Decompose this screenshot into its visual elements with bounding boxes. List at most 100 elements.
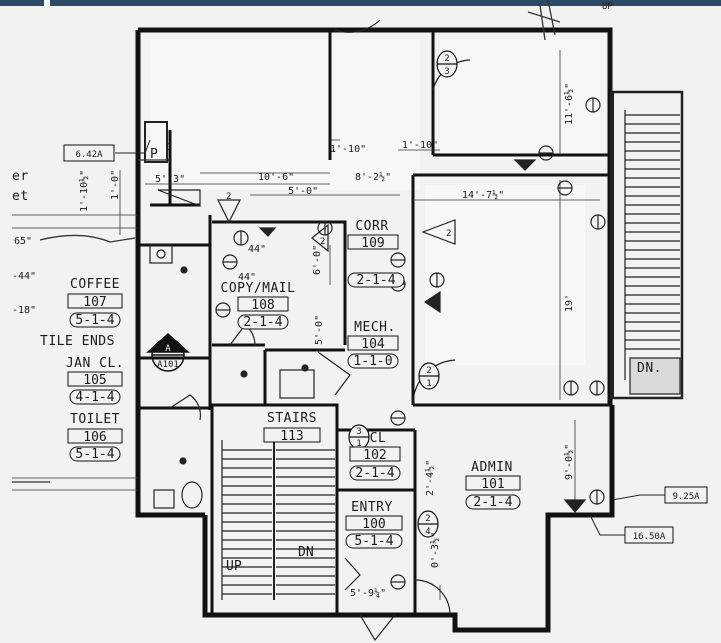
room-number: 109 xyxy=(361,236,384,251)
room-code: 1-1-0 xyxy=(353,354,392,369)
margin-note-1: er xyxy=(12,169,29,184)
dim-6-0: 6'-0" xyxy=(312,245,323,275)
door-tag-1-bottom: 3 xyxy=(444,67,449,77)
exterior-walls xyxy=(135,27,615,633)
room-code: 4-1-4 xyxy=(75,390,114,405)
panel-p-label: P xyxy=(150,147,158,162)
dim-9-0: 9'-0½" xyxy=(563,444,575,480)
room-number: 100 xyxy=(362,517,385,532)
dim-44a: 44" xyxy=(248,244,266,255)
dim-14-7: 14'-7½" xyxy=(462,189,504,201)
room-toilet: TOILET 106 5-1-4 xyxy=(67,412,123,462)
erased-area xyxy=(440,40,600,160)
room-coffee: COFFEE 107 5-1-4 xyxy=(67,277,123,328)
dim-5-9: 5'-9¼" xyxy=(350,587,386,599)
main-stair xyxy=(221,440,335,600)
door-tag-1-top: 2 xyxy=(444,54,449,64)
main-stair-dn-label: DN xyxy=(298,545,314,560)
window-tag-3: 2 xyxy=(320,237,325,247)
dim-1-10-5: 1'-10½" xyxy=(78,170,90,212)
room-number: 106 xyxy=(83,430,106,445)
tile-ends-note: TILE ENDS xyxy=(40,334,115,349)
room-admin: ADMIN 101 2-1-4 xyxy=(465,460,521,510)
room-mech: MECH. 104 1-1-0 xyxy=(347,320,399,369)
dim-8-2: 8'-2½" xyxy=(355,171,391,183)
door-tag-2-top: 2 xyxy=(426,366,431,376)
panel-tag-left: 6.42A xyxy=(63,144,115,162)
section-marker xyxy=(146,332,190,372)
room-jan-cl: JAN CL. 105 4-1-4 xyxy=(66,356,124,405)
room-name: JAN CL. xyxy=(66,356,124,371)
panel-tag-left-text: 6.42A xyxy=(75,150,103,160)
panel-tag-right-upper-text: 9.25A xyxy=(672,492,700,502)
fixtures xyxy=(144,121,315,509)
dim-1-0: 1'-0" xyxy=(110,170,121,200)
room-name: STAIRS xyxy=(267,411,317,426)
door-tag-4-bottom: 4 xyxy=(425,527,430,537)
dim-1-10: 1'-10" xyxy=(330,144,366,155)
dim-5-0-mech: 5'-0" xyxy=(314,315,325,345)
dim-44-left: -44" xyxy=(12,271,36,282)
panel-d-label: D xyxy=(166,143,171,153)
door-tag-3-bottom: 1 xyxy=(356,439,361,449)
dimension-lines xyxy=(12,50,600,600)
panel-tag-right-lower-text: 16.50A xyxy=(633,532,666,542)
panel-tag-right-lower: 16.50A xyxy=(624,526,674,544)
room-name: MECH. xyxy=(354,320,396,335)
room-cl: CL 102 2-1-4 xyxy=(349,431,401,481)
dim-44b: 44" xyxy=(238,272,256,283)
room-name: COPY/MAIL xyxy=(221,281,296,296)
dim-19: 19' xyxy=(564,294,575,312)
dim-2-4: 2'-4½" xyxy=(424,460,436,496)
window-tag-2: 2 xyxy=(226,192,231,202)
room-code: 5-1-4 xyxy=(75,447,114,462)
room-number: 108 xyxy=(251,298,274,313)
room-corr: CORR 109 2-1-4 xyxy=(347,219,405,288)
erased-area xyxy=(425,185,585,365)
room-code: 2-1-4 xyxy=(355,466,394,481)
right-stair-dn-label: DN. xyxy=(637,361,662,376)
room-code: 5-1-4 xyxy=(354,534,393,549)
dim-1-10b: 1'-10" xyxy=(402,140,438,151)
dim-65-left: 65" xyxy=(14,236,32,247)
room-code: 2-1-4 xyxy=(473,495,512,510)
door-tag-2-bottom: 1 xyxy=(426,379,431,389)
room-name: TOILET xyxy=(70,412,120,427)
room-number: 104 xyxy=(361,337,385,352)
right-stair xyxy=(610,90,684,400)
room-name: CL xyxy=(370,431,387,446)
section-marker-letter: A xyxy=(165,344,171,354)
room-number: 101 xyxy=(481,477,504,492)
room-name: COFFEE xyxy=(70,277,120,292)
room-number: 105 xyxy=(83,373,106,388)
door-tag-3-top: 3 xyxy=(356,427,361,437)
interior-walls xyxy=(138,30,612,617)
top-frame-gap xyxy=(44,0,50,6)
room-code: 2-1-4 xyxy=(356,273,395,288)
panel-tag-right-upper: 9.25A xyxy=(664,486,708,504)
room-name: ENTRY xyxy=(351,500,393,515)
dim-5-0-top: 5'-0" xyxy=(288,186,318,197)
dim-5-3: 5'-3" xyxy=(155,174,185,185)
top-stair-up-label: UP xyxy=(602,2,613,12)
room-name: ADMIN xyxy=(471,460,513,475)
room-number: 107 xyxy=(83,295,106,310)
dim-11-6: 11'-6½" xyxy=(563,83,575,125)
section-marker-sheet: A101 xyxy=(157,360,179,370)
dim-0-3: 0'-3½" xyxy=(429,532,441,568)
dim-18-left: -18" xyxy=(12,305,36,316)
erased-area xyxy=(150,40,420,190)
margin-scribbles xyxy=(12,0,561,483)
panel-leaders xyxy=(115,139,665,536)
room-number: 102 xyxy=(363,448,386,463)
main-stair-up-label: UP xyxy=(226,559,242,574)
top-frame-bar xyxy=(0,0,721,6)
room-code: 5-1-4 xyxy=(75,313,114,328)
margin-note-2: et xyxy=(12,189,29,204)
door-tag-4-top: 2 xyxy=(425,514,430,524)
room-number: 113 xyxy=(280,429,303,444)
triangle-markers xyxy=(157,159,587,513)
window-tag-1: 2 xyxy=(446,229,451,239)
